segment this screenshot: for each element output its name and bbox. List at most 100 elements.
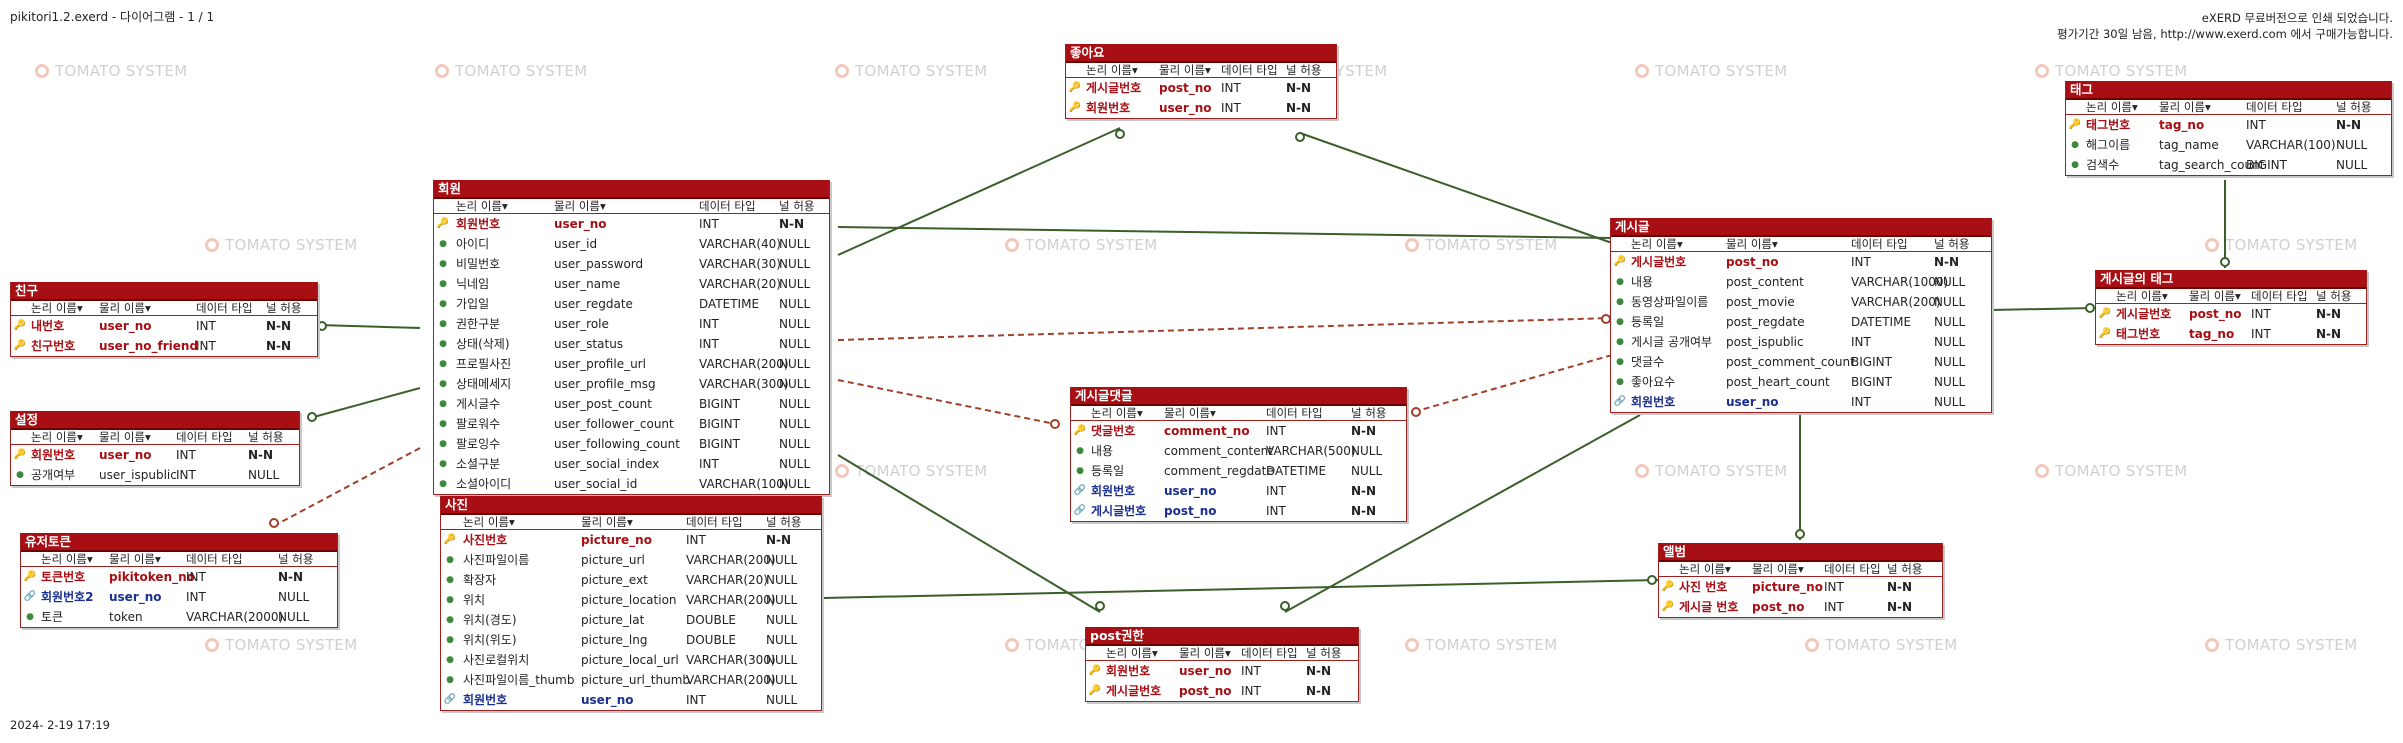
watermark-text: TOMATO SYSTEM xyxy=(1025,236,1158,254)
column-header-physical[interactable]: 물리 이름▾ xyxy=(99,301,151,315)
cell-nullable: N-N xyxy=(1351,504,1377,518)
column-header-physical[interactable]: 물리 이름▾ xyxy=(99,430,151,444)
primary-foreign-key-icon: 🔑 xyxy=(1088,685,1102,696)
column-header-physical[interactable]: 물리 이름▾ xyxy=(1164,406,1216,420)
column-header-physical[interactable]: 물리 이름▾ xyxy=(1726,237,1778,251)
column-header-logical[interactable]: 논리 이름▾ xyxy=(1679,562,1731,576)
column-header-logical[interactable]: 논리 이름▾ xyxy=(2086,100,2138,114)
column-header-nullable: 널 허용 xyxy=(2316,289,2352,303)
column-header-logical[interactable]: 논리 이름▾ xyxy=(31,430,83,444)
column-header-physical[interactable]: 물리 이름▾ xyxy=(1159,63,1211,77)
cell-nullable: N-N xyxy=(1351,424,1377,438)
column-header-logical[interactable]: 논리 이름▾ xyxy=(456,199,508,213)
column-header-logical[interactable]: 논리 이름▾ xyxy=(1086,63,1138,77)
column-header-logical[interactable]: 논리 이름▾ xyxy=(1631,237,1683,251)
column-header-physical[interactable]: 물리 이름▾ xyxy=(2189,289,2241,303)
column-header-logical[interactable]: 논리 이름▾ xyxy=(1106,646,1158,660)
cell-type: INT xyxy=(1851,335,1871,349)
column-header-physical[interactable]: 물리 이름▾ xyxy=(1752,562,1804,576)
column-header-logical[interactable]: 논리 이름▾ xyxy=(41,552,93,566)
column-header-physical[interactable]: 물리 이름▾ xyxy=(554,199,606,213)
column-header-physical[interactable]: 물리 이름▾ xyxy=(1179,646,1231,660)
column-header-logical[interactable]: 논리 이름▾ xyxy=(2116,289,2168,303)
primary-foreign-key-icon: 🔑 xyxy=(1068,102,1082,113)
column-header-physical[interactable]: 물리 이름▾ xyxy=(2159,100,2211,114)
column-header-logical[interactable]: 논리 이름▾ xyxy=(463,515,515,529)
column-header-physical[interactable]: 물리 이름▾ xyxy=(109,552,161,566)
cell-type: BIGINT xyxy=(699,417,740,431)
cell-type: INT xyxy=(1266,504,1286,518)
column-header-physical[interactable]: 물리 이름▾ xyxy=(581,515,633,529)
column-header-logical[interactable]: 논리 이름▾ xyxy=(31,301,83,315)
column-header-logical[interactable]: 논리 이름▾ xyxy=(1091,406,1143,420)
file-title: pikitori1.2.exerd - 다이어그램 - 1 / 1 xyxy=(10,10,215,24)
